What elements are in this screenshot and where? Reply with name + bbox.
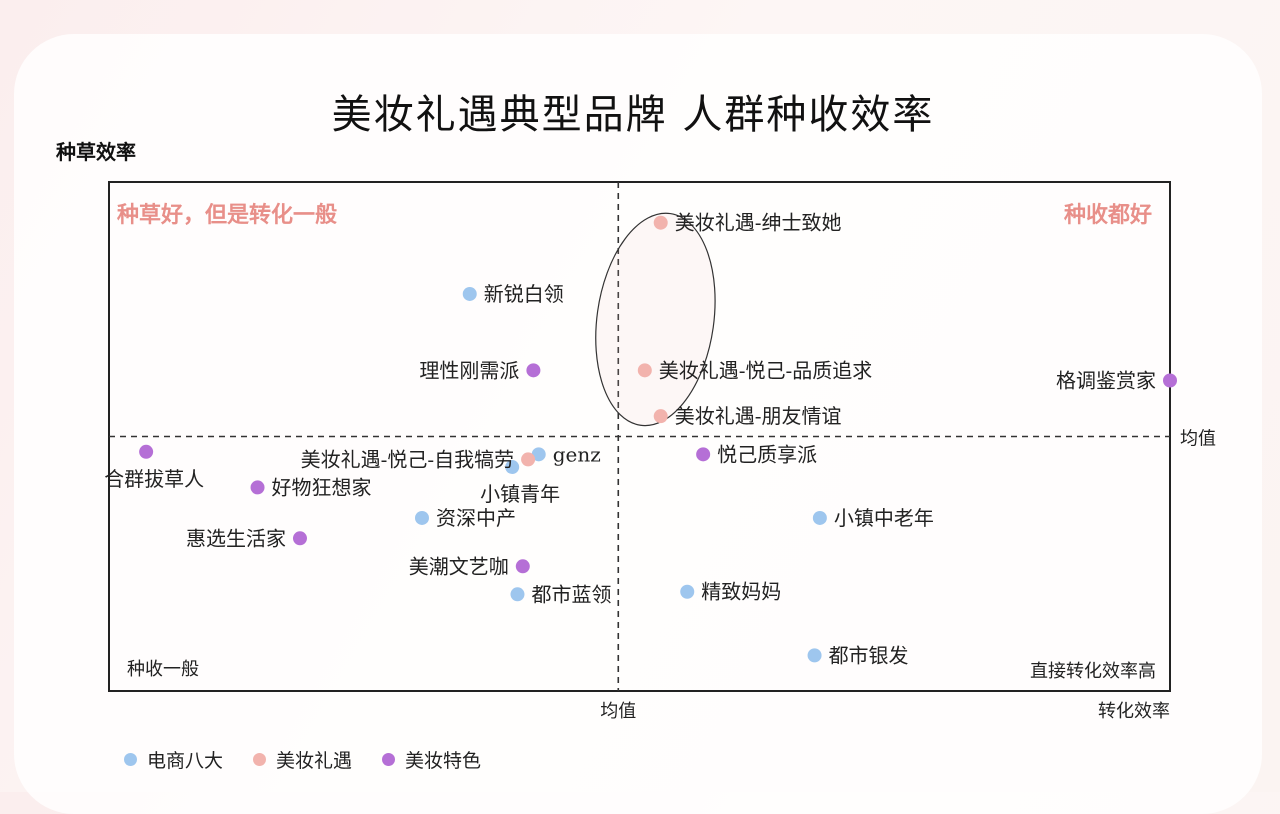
chart-title: 美妆礼遇典型品牌 人群种收效率 bbox=[331, 92, 935, 138]
data-point bbox=[462, 286, 477, 301]
legend-item: 电商八大 bbox=[124, 746, 223, 773]
y-mean-label: 均值 bbox=[1180, 429, 1216, 450]
quadrant-label-bottom-left: 种收一般 bbox=[127, 659, 199, 680]
data-point bbox=[526, 363, 541, 378]
quadrant-label-top-left: 种草好，但是转化一般 bbox=[117, 202, 337, 228]
legend-swatch bbox=[382, 753, 396, 766]
legend-item: 美妆礼遇 bbox=[253, 746, 352, 773]
data-label: 合群拔草人 bbox=[104, 467, 204, 491]
data-label: 都市银发 bbox=[829, 643, 909, 667]
data-label: 美妆礼遇-悦己-品质追求 bbox=[659, 358, 873, 382]
data-point bbox=[812, 510, 827, 525]
data-label: genz bbox=[553, 442, 601, 466]
data-point bbox=[696, 447, 711, 462]
data-point bbox=[139, 444, 154, 459]
legend-item: 美妆特色 bbox=[382, 746, 481, 773]
data-point bbox=[414, 510, 429, 525]
legend-swatch bbox=[253, 753, 267, 766]
legend-label: 美妆礼遇 bbox=[276, 750, 353, 772]
data-point bbox=[292, 531, 307, 546]
data-label: 新锐白领 bbox=[484, 282, 564, 306]
data-point bbox=[250, 480, 265, 495]
data-label: 美妆礼遇-朋友情谊 bbox=[675, 404, 842, 428]
data-point bbox=[531, 447, 546, 462]
legend-label: 电商八大 bbox=[147, 750, 224, 772]
data-point bbox=[653, 215, 668, 230]
quadrant-label-bottom-right: 直接转化效率高 bbox=[1030, 661, 1156, 682]
data-label: 理性刚需派 bbox=[419, 358, 519, 382]
data-label: 格调鉴赏家 bbox=[1056, 369, 1156, 393]
data-point bbox=[515, 559, 530, 574]
legend-swatch bbox=[124, 753, 137, 766]
data-point bbox=[653, 409, 668, 424]
data-point bbox=[1163, 373, 1177, 388]
data-label: 美潮文艺咖 bbox=[409, 554, 509, 578]
data-point bbox=[505, 460, 520, 475]
y-axis-label: 种草效率 bbox=[56, 140, 136, 164]
x-mean-label: 均值 bbox=[600, 701, 636, 722]
data-point bbox=[510, 587, 525, 602]
data-label: 惠选生活家 bbox=[186, 526, 286, 550]
data-point bbox=[680, 584, 695, 599]
data-label: 精致妈妈 bbox=[701, 580, 781, 604]
data-label: 资深中产 bbox=[436, 506, 516, 530]
data-label: 美妆礼遇-悦己-自我犒劳 bbox=[301, 447, 515, 471]
legend: 电商八大 美妆礼遇 美妆特色 bbox=[124, 746, 481, 773]
data-label: 好物狂想家 bbox=[272, 475, 372, 499]
data-label: 小镇青年 bbox=[480, 482, 560, 506]
quadrant-scatter-chart: 均值均值转化效率种草好，但是转化一般种收都好种收一般直接转化效率高新锐白领gen… bbox=[104, 181, 1216, 722]
data-point bbox=[637, 363, 652, 378]
highlight-ellipse bbox=[595, 212, 716, 427]
data-point bbox=[521, 452, 536, 467]
x-axis-label: 转化效率 bbox=[1098, 701, 1170, 722]
data-point bbox=[807, 648, 822, 663]
chart-card bbox=[14, 34, 1262, 814]
data-label: 都市蓝领 bbox=[531, 582, 611, 606]
quadrant-label-top-right: 种收都好 bbox=[1064, 202, 1152, 228]
data-label: 悦己质享派 bbox=[717, 442, 817, 466]
data-label: 小镇中老年 bbox=[834, 506, 934, 530]
legend-label: 美妆特色 bbox=[405, 750, 482, 772]
data-label: 美妆礼遇-绅士致她 bbox=[675, 211, 842, 235]
